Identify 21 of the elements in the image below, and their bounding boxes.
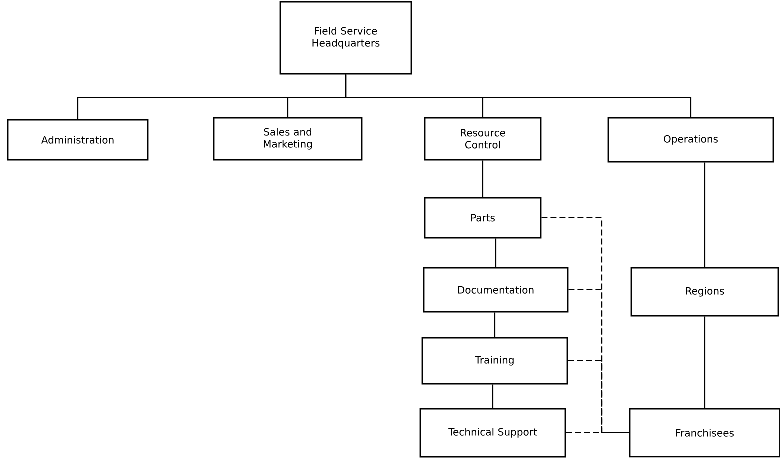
- org-box: Resource Control: [424, 117, 542, 161]
- org-box: Field Service Headquarters: [280, 1, 412, 75]
- connector-line: [482, 160, 484, 198]
- connector-line: [495, 238, 497, 268]
- org-box: Administration: [7, 119, 149, 161]
- org-box: Training: [422, 337, 568, 385]
- org-box: Regions: [630, 267, 780, 317]
- org-box: Operations: [608, 117, 774, 163]
- org-box: Parts: [424, 197, 542, 239]
- org-box: Documentation: [423, 267, 569, 313]
- connector-line: [566, 432, 630, 434]
- connector-line: [568, 289, 630, 434]
- connector-line: [345, 74, 692, 118]
- org-box: Technical Support: [420, 408, 566, 458]
- org-box: Sales and Marketing: [213, 117, 363, 161]
- connector-line: [704, 162, 706, 268]
- connector-line: [492, 384, 494, 408]
- connector-line: [494, 312, 496, 338]
- connector-line: [568, 360, 630, 434]
- connector-line: [704, 316, 706, 408]
- org-box: Franchisees: [629, 408, 780, 458]
